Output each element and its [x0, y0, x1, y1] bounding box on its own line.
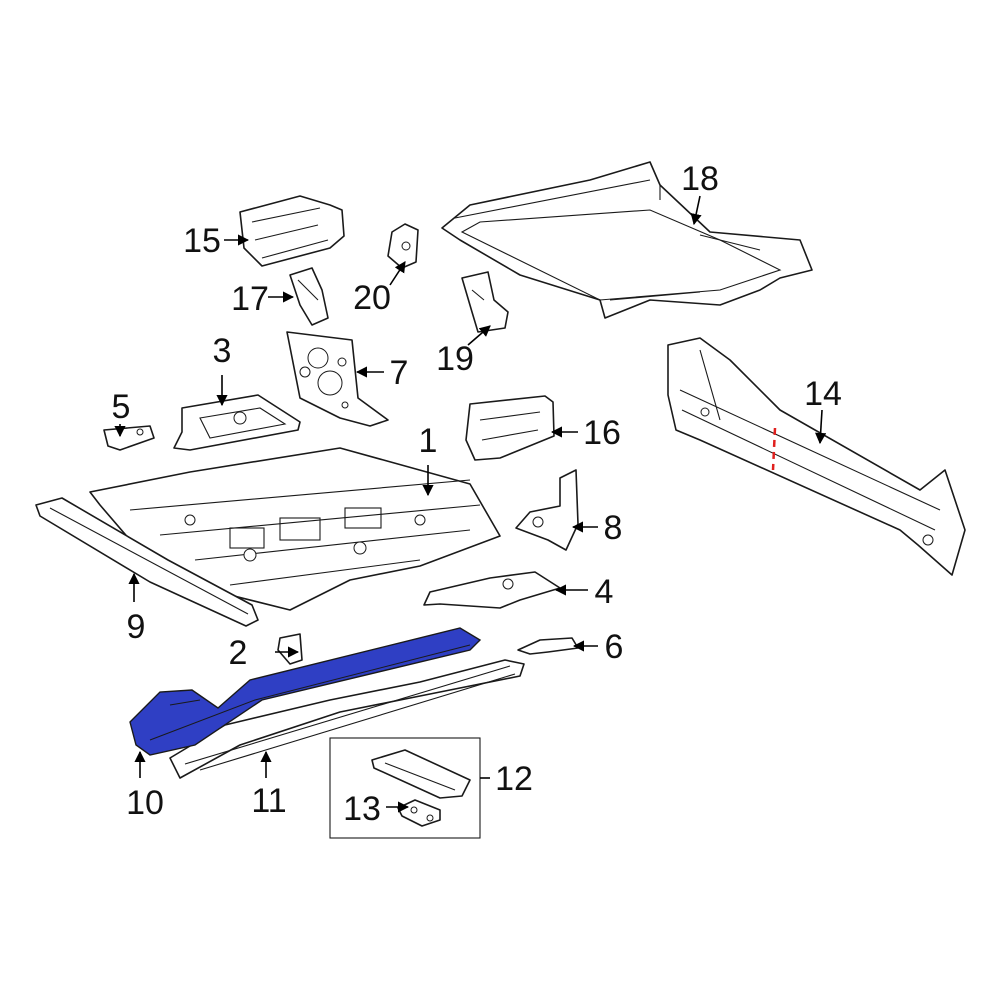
callout-3: 3 [213, 332, 232, 370]
part-17-gusset[interactable] [289, 267, 329, 326]
callout-labels: 1 2 3 4 5 6 7 8 9 10 11 12 13 14 15 16 1… [112, 160, 842, 828]
callout-17: 17 [231, 280, 269, 318]
callout-15: 15 [183, 222, 221, 260]
part-19-bracket[interactable] [461, 271, 509, 333]
callout-6: 6 [605, 628, 624, 666]
callout-13: 13 [343, 790, 381, 828]
part-15-bracket[interactable] [239, 195, 345, 267]
part-7-panel[interactable] [286, 331, 389, 427]
callout-9: 9 [127, 608, 146, 646]
callout-11: 11 [251, 782, 286, 820]
part-3-plate[interactable] [173, 394, 301, 451]
part-8-bracket[interactable] [515, 469, 579, 551]
callout-19: 19 [436, 340, 474, 378]
callout-1: 1 [419, 422, 438, 460]
callout-14: 14 [804, 375, 842, 413]
callout-5: 5 [112, 388, 131, 426]
part-4-cross-member[interactable] [423, 571, 561, 609]
part-5-plate[interactable] [103, 425, 155, 451]
part-2-clip[interactable] [277, 633, 303, 665]
callout-12: 12 [495, 760, 533, 798]
leader-lines [114, 195, 827, 813]
part-1-floor-pan[interactable] [89, 447, 501, 611]
callout-7: 7 [390, 354, 409, 392]
part-9-side-member[interactable] [35, 497, 259, 627]
callout-4: 4 [595, 573, 614, 611]
part-12-plate[interactable] [371, 749, 471, 799]
part-6-plate[interactable] [517, 637, 579, 655]
callout-16: 16 [583, 414, 621, 452]
callout-20: 20 [353, 279, 391, 317]
part-13-plate[interactable] [397, 799, 441, 827]
parts-12-13-box [329, 737, 481, 839]
callout-18: 18 [681, 160, 719, 198]
part-14-rocker[interactable] [667, 337, 966, 576]
part-18-rear-frame[interactable] [441, 161, 813, 319]
part-10-side-member-highlighted[interactable] [129, 627, 482, 756]
part-11-rocker-inner[interactable] [169, 659, 525, 779]
part-16-bracket[interactable] [465, 395, 555, 461]
part-20-hanger[interactable] [387, 223, 419, 269]
callout-10: 10 [126, 784, 164, 822]
callout-2: 2 [229, 634, 248, 672]
callout-8: 8 [604, 509, 623, 547]
